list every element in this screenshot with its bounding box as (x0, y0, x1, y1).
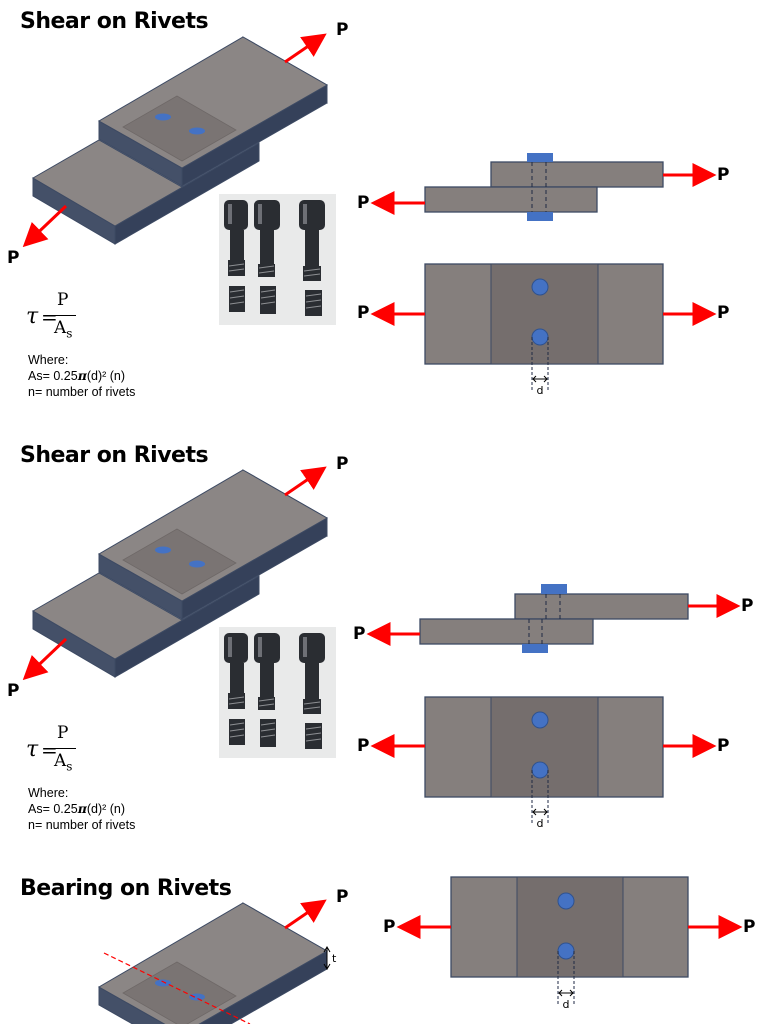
isometric-joint-1 (26, 36, 327, 244)
formula-denominator: As (54, 318, 73, 341)
n-definition: n= number of rivets (28, 818, 136, 832)
load-label-iso3-top: P (336, 887, 349, 907)
shear-formula-2: τ = P As (26, 723, 86, 783)
fraction-bar (54, 315, 76, 316)
load-label-top2-left: P (357, 736, 370, 756)
fraction-bar (54, 748, 76, 749)
as-definition: As= 0.25π(d)² (n) (28, 801, 126, 816)
rivet-photo-drawing (224, 633, 325, 749)
equals-sign: = (41, 738, 58, 762)
load-label-top3-right: P (743, 917, 756, 937)
n-definition: n= number of rivets (28, 385, 136, 399)
load-label-iso1-bottom: P (7, 248, 20, 268)
top-view-3: d (396, 876, 743, 1011)
thickness-label: t (332, 952, 337, 965)
rivet-photo-icon (219, 194, 336, 325)
load-label-side2-right: P (741, 596, 754, 616)
section-3-title: Bearing on Rivets (20, 876, 232, 901)
tau-symbol: τ (26, 304, 39, 329)
where-label: Where: (28, 353, 69, 367)
section-cut-line (103, 952, 251, 1024)
load-label-top3-left: P (383, 917, 396, 937)
load-label-side1-left: P (357, 193, 370, 213)
formula-numerator: P (57, 290, 69, 310)
formula-notes-1: Where: As= 0.25π(d)² (n) n= number of ri… (28, 352, 135, 400)
load-label-top2-right: P (717, 736, 730, 756)
formula-notes-2: Where: As= 0.25π(d)² (n) n= number of ri… (28, 785, 135, 833)
load-label-iso2-top: P (336, 454, 349, 474)
side-view-1 (370, 153, 717, 221)
load-label-iso1-top: P (336, 20, 349, 40)
isometric-joint-2 (26, 469, 327, 677)
rivet-photo-icon (219, 627, 336, 758)
tau-symbol: τ (26, 737, 39, 762)
diameter-label: d (537, 384, 544, 397)
side-view-2 (366, 584, 741, 653)
rivet-photo-drawing (224, 200, 325, 316)
as-definition: As= 0.25π(d)² (n) (28, 368, 126, 383)
load-label-top1-left: P (357, 303, 370, 323)
formula-denominator: As (54, 751, 73, 774)
section-2-title: Shear on Rivets (20, 443, 209, 468)
load-label-side1-right: P (717, 165, 730, 185)
where-label: Where: (28, 786, 69, 800)
isometric-joint-3 (97, 899, 331, 1024)
load-label-side2-left: P (353, 624, 366, 644)
top-view-2: d (370, 696, 717, 830)
formula-numerator: P (57, 723, 69, 743)
load-label-top1-right: P (717, 303, 730, 323)
top-view-1: d (370, 263, 717, 397)
diameter-label: d (537, 817, 544, 830)
shear-formula-1: τ = P As (26, 290, 86, 350)
load-label-iso2-bottom: P (7, 681, 20, 701)
equals-sign: = (41, 305, 58, 329)
section-1-title: Shear on Rivets (20, 9, 209, 34)
diameter-label: d (563, 998, 570, 1011)
